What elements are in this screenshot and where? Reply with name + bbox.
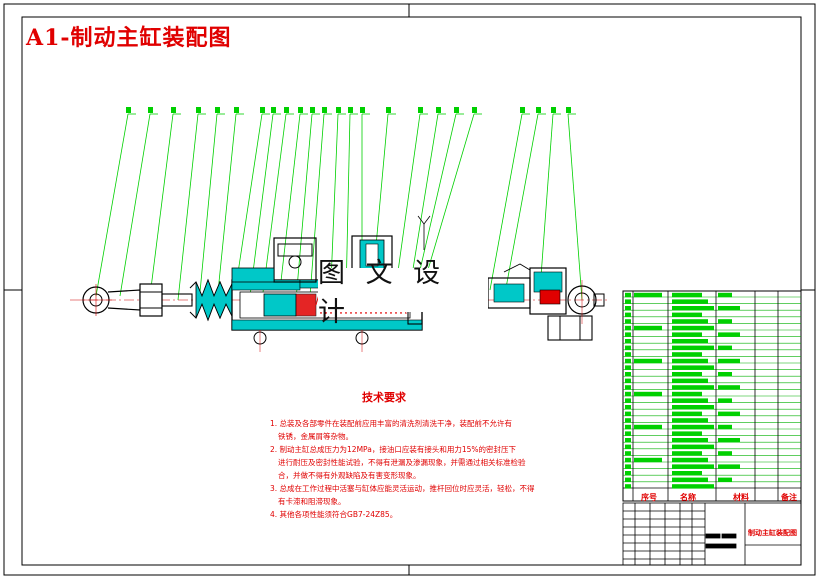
balloon-marker	[284, 107, 289, 113]
balloon-marker	[348, 107, 353, 113]
balloon-marker	[310, 107, 315, 113]
balloon-marker	[360, 107, 365, 113]
tech-line-7: 有卡滞和阻滞现象。	[278, 497, 346, 506]
balloon-marker	[566, 107, 571, 113]
bill-of-materials	[622, 290, 802, 502]
balloon-marker	[234, 107, 239, 113]
balloon-marker	[298, 107, 303, 113]
balloon-marker	[436, 107, 441, 113]
tech-line-1: 1. 总装及各部零件在装配前应用丰富的清洗剂清洗干净，装配前不允许有	[270, 419, 513, 428]
dust-boot	[189, 278, 233, 322]
balloon-marker	[260, 107, 265, 113]
bom-header-remark: 备注	[781, 493, 797, 502]
push-rod-clevis	[80, 283, 193, 317]
balloon-marker	[418, 107, 423, 113]
tech-line-5: 合，并做不得有外观缺陷及有害变形现象。	[278, 471, 421, 480]
tech-line-6: 3. 总成在工作过程中活塞与缸体应能灵活运动，推杆回位时应灵活，轻松，不得	[270, 484, 535, 493]
balloon-marker	[454, 107, 459, 113]
balloon-marker	[148, 107, 153, 113]
tech-line-8: 4. 其他各项性能须符合GB7-24Z85。	[270, 510, 398, 519]
technical-requirements-heading: 技术要求	[362, 391, 406, 404]
center-marks	[4, 4, 815, 575]
balloon-marker	[551, 107, 556, 113]
balloon-marker	[322, 107, 327, 113]
bom-header-material: 材料	[733, 493, 749, 502]
balloon-marker	[126, 107, 131, 113]
title-block-name: 制动主缸装配图	[748, 529, 797, 537]
balloon-marker	[386, 107, 391, 113]
tech-line-4: 进行耐压及密封性能试验，不得有泄漏及渗漏现象，并需通过相关标准检验	[278, 458, 526, 467]
balloon-marker	[171, 107, 176, 113]
axis-marker	[417, 215, 431, 250]
tech-line-2: 铁锈，金属屑等杂物。	[278, 432, 353, 441]
bom-header-name: 名称	[680, 493, 696, 502]
side-view-assembly	[487, 263, 605, 341]
balloon-row	[126, 107, 571, 113]
balloon-marker	[472, 107, 477, 113]
balloon-marker	[520, 107, 525, 113]
tech-line-3: 2. 制动主缸总成压力为12MPa，接油口应装有接头和用力15%的密封压下	[270, 445, 517, 454]
balloon-marker	[536, 107, 541, 113]
balloon-marker	[271, 107, 276, 113]
bom-header-index: 序号	[641, 493, 657, 502]
title-block	[622, 502, 802, 566]
balloon-marker	[215, 107, 220, 113]
watermark-text: 图 文 设 计	[318, 258, 488, 328]
drawing-title: A1-制动主缸装配图	[26, 25, 232, 51]
balloon-marker	[196, 107, 201, 113]
balloon-marker	[336, 107, 341, 113]
